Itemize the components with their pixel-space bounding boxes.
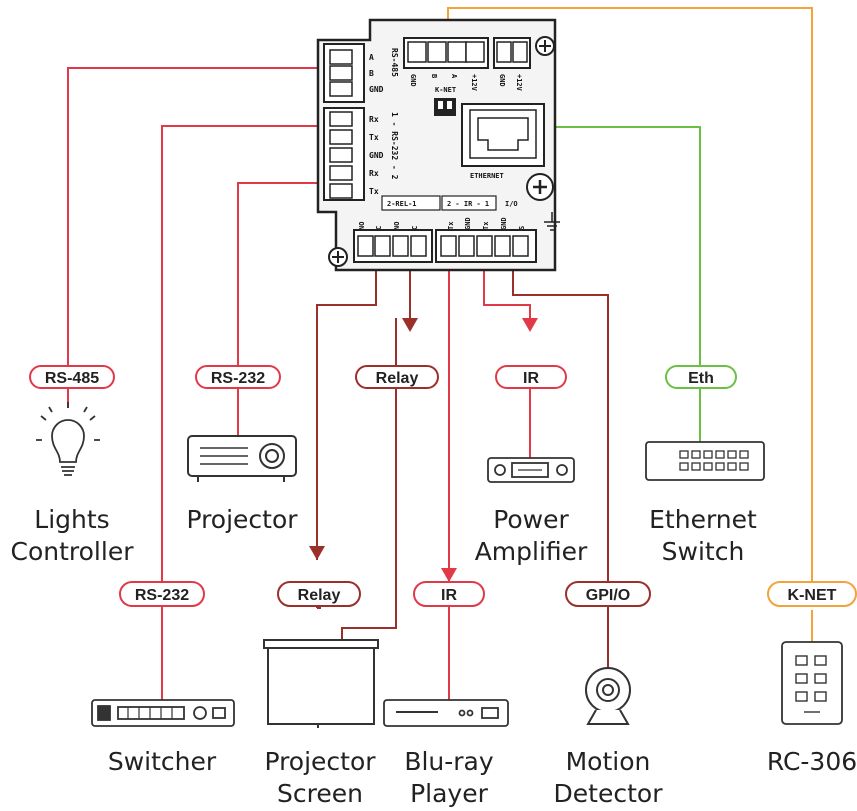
ground-icon xyxy=(544,212,560,231)
svg-text:C: C xyxy=(375,226,383,230)
term-label-tx1: Tx xyxy=(369,133,379,142)
term-label-b: B xyxy=(369,69,374,78)
wire-rs232-switcher xyxy=(161,125,322,700)
wire-gpio xyxy=(512,262,609,668)
wire-knet xyxy=(447,7,813,642)
svg-text:K-NET: K-NET xyxy=(788,587,837,604)
wire-rs232-projector xyxy=(237,182,322,436)
label-switcher: Switcher xyxy=(108,747,217,776)
left-terminal-slots xyxy=(329,49,353,199)
group-label-ir: 2 - IR - 1 xyxy=(447,200,489,208)
ir-label-frame xyxy=(441,195,497,211)
term-top-gnd2: GND xyxy=(498,74,506,87)
svg-text:Relay: Relay xyxy=(298,587,341,604)
label-amplifier-1: Power xyxy=(493,505,569,534)
pill-relay-upper: Relay xyxy=(355,365,439,389)
pill-eth: Eth xyxy=(665,365,737,389)
wire-ir-amp xyxy=(483,262,531,458)
group-label-knet: K-NET xyxy=(435,86,456,94)
svg-text:RS-485: RS-485 xyxy=(45,370,99,387)
wire-ethernet xyxy=(545,126,701,442)
svg-text:RS-232: RS-232 xyxy=(211,370,265,387)
svg-text:IR: IR xyxy=(523,370,539,387)
arrow-ir-amp xyxy=(522,318,538,332)
arrow-relay-lower xyxy=(309,546,325,560)
label-screen-1: Projector xyxy=(264,747,376,776)
ethernet-switch-icon xyxy=(645,441,765,481)
term-label-tx2: Tx xyxy=(369,187,379,196)
label-lights-2: Controller xyxy=(11,537,135,566)
svg-text:RS-232: RS-232 xyxy=(135,587,189,604)
group-label-rs485: RS-485 xyxy=(390,48,399,77)
projector-screen-icon xyxy=(263,639,379,728)
svg-text:NO: NO xyxy=(358,222,366,230)
svg-text:GND: GND xyxy=(500,217,508,230)
svg-text:IR: IR xyxy=(441,587,457,604)
label-motion-1: Motion xyxy=(566,747,651,776)
lightbulb-icon xyxy=(36,402,100,476)
arrow-relay-upper xyxy=(402,318,418,332)
wire-relay-lower xyxy=(316,262,377,609)
arrowheads xyxy=(309,318,538,582)
top-terminal-slots xyxy=(407,41,528,63)
pill-gpio: GPI/O xyxy=(565,581,651,607)
group-label-rel: 2-REL-1 xyxy=(387,200,417,208)
term-label-gnd2: GND xyxy=(369,151,384,160)
term-top-a: A xyxy=(450,74,458,79)
term-label-rx1: Rx xyxy=(369,115,379,124)
svg-text:Tx: Tx xyxy=(482,221,490,230)
label-lights-1: Lights xyxy=(34,505,109,534)
label-bluray-2: Player xyxy=(410,779,489,808)
wire-rs485 xyxy=(67,67,322,408)
svg-text:C: C xyxy=(411,226,419,230)
term-label-a: A xyxy=(369,53,374,62)
keypad-icon xyxy=(781,641,843,725)
group-label-io: I/O xyxy=(505,200,518,208)
svg-text:S: S xyxy=(518,226,526,230)
group-label-rs232: 1 - RS-232 - 2 xyxy=(390,112,399,180)
svg-text:Relay: Relay xyxy=(376,370,419,387)
term-top-12v1: +12V xyxy=(470,74,478,92)
projector-icon xyxy=(187,435,297,482)
bottom-terminal-labels: NO C NO C Tx GND Tx GND S xyxy=(358,217,526,230)
svg-text:GPI/O: GPI/O xyxy=(586,587,630,604)
pill-rs232-projector: RS-232 xyxy=(195,365,281,389)
knet-dip-switch xyxy=(434,98,456,116)
amplifier-icon xyxy=(487,457,575,483)
pill-knet: K-NET xyxy=(767,581,857,607)
label-motion-2: Detector xyxy=(554,779,664,808)
svg-text:Eth: Eth xyxy=(688,370,714,387)
pill-ir-bluray: IR xyxy=(413,581,485,607)
group-label-ethernet: ETHERNET xyxy=(470,172,504,180)
motion-detector-icon xyxy=(585,667,631,725)
controller-unit: A B GND Rx Tx GND Rx Tx RS-485 1 - RS-23… xyxy=(316,18,560,272)
term-top-12v2: +12V xyxy=(515,74,523,92)
label-ethernet-1: Ethernet xyxy=(649,505,757,534)
label-screen-2: Screen xyxy=(277,779,363,808)
svg-text:Tx: Tx xyxy=(447,221,455,230)
label-projector: Projector xyxy=(186,505,298,534)
term-top-b: B xyxy=(430,74,438,78)
pill-relay-lower: Relay xyxy=(277,581,361,607)
bottom-terminal-slots xyxy=(357,235,529,257)
pill-rs485: RS-485 xyxy=(29,365,115,389)
pill-ir-amp: IR xyxy=(495,365,567,389)
pill-rs232-switcher: RS-232 xyxy=(119,581,205,607)
svg-text:GND: GND xyxy=(464,217,472,230)
arrow-ir-bluray xyxy=(441,568,457,582)
term-label-rx2: Rx xyxy=(369,169,379,178)
term-label-gnd1: GND xyxy=(369,85,384,94)
svg-text:NO: NO xyxy=(393,222,401,230)
switcher-icon xyxy=(91,699,235,727)
term-top-gnd1: GND xyxy=(409,74,417,87)
label-bluray-1: Blu-ray xyxy=(404,747,494,776)
bluray-player-icon xyxy=(383,699,509,727)
label-rc306: RC-306 xyxy=(767,747,857,776)
wire-relay-upper xyxy=(341,262,411,640)
label-amplifier-2: Amplifier xyxy=(475,537,588,566)
label-ethernet-2: Switch xyxy=(662,537,745,566)
rel-label-frame xyxy=(381,195,441,211)
